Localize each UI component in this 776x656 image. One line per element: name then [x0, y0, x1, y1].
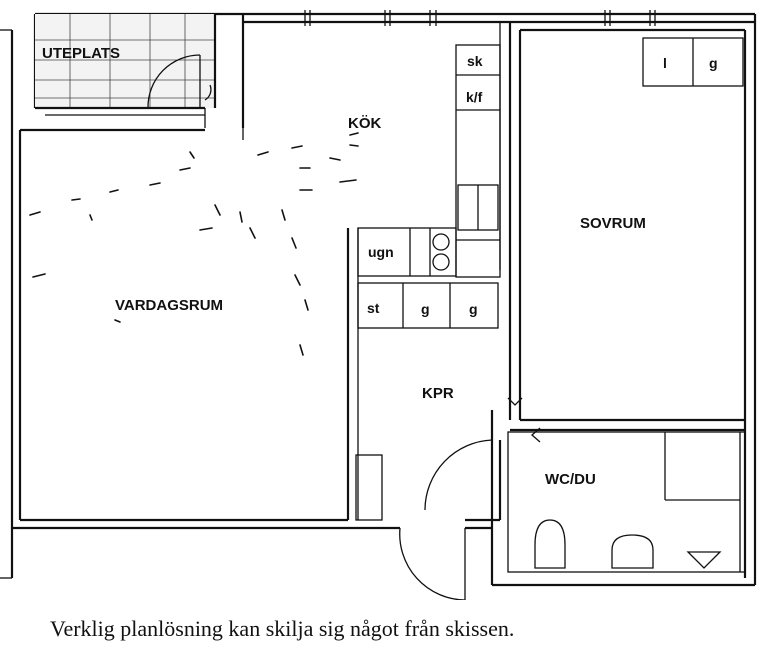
bathroom	[507, 431, 746, 573]
label-g-bedroom: g	[709, 55, 718, 71]
label-sovrum: SOVRUM	[580, 215, 646, 232]
living-room-walls	[12, 128, 400, 530]
disclaimer-caption: Verklig planlösning kan skilja sig något…	[50, 616, 515, 641]
label-l: l	[663, 55, 667, 71]
label-ugn: ugn	[368, 244, 394, 260]
label-st: st	[367, 300, 380, 316]
label-sk: sk	[467, 53, 483, 69]
label-vardagsrum: VARDAGSRUM	[115, 297, 223, 314]
hall	[399, 410, 502, 600]
label-kf: k/f	[466, 89, 483, 105]
label-g2: g	[469, 301, 478, 317]
bedroom-wall	[499, 22, 745, 443]
label-kpr: KPR	[422, 385, 454, 402]
left-outer-wall	[0, 29, 22, 579]
label-g1: g	[421, 301, 430, 317]
kitchen-counters	[346, 44, 501, 521]
label-uteplats: UTEPLATS	[42, 45, 120, 62]
floor-plan: UTEPLATS KÖK VARDAGSRUM SOVRUM KPR WC/DU…	[0, 10, 757, 600]
label-wc-du: WC/DU	[545, 471, 596, 488]
ceiling-dashes	[29, 132, 359, 356]
label-kok: KÖK	[348, 115, 382, 132]
patio	[35, 14, 245, 128]
